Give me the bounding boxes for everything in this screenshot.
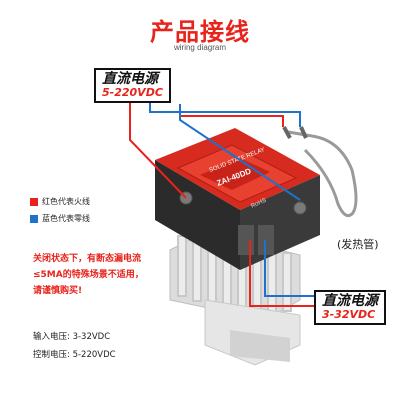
blue-wires: [149, 96, 315, 297]
warning-line-2: ≤5MA的特殊场景不适用，: [33, 269, 144, 280]
callout-top-title: 直流电源: [102, 71, 158, 87]
input-voltage-spec: 输入电压: 3-32VDC: [33, 332, 111, 342]
relay-body: SOLID STATE RELAY ZAI-40DD RoHS: [155, 128, 320, 270]
page-subtitle: wiring diagram: [173, 43, 227, 52]
red-swatch-icon: [30, 197, 38, 206]
callout-bottom-range: 3-32VDC: [322, 308, 376, 322]
heater-element: [282, 126, 358, 218]
legend-item-live: 红色代表火线: [30, 196, 90, 207]
legend-label-neutral: 蓝色代表零线: [42, 214, 90, 223]
legend-item-neutral: 蓝色代表零线: [30, 213, 90, 224]
blue-swatch-icon: [30, 214, 38, 223]
legend-label-live: 红色代表火线: [42, 197, 90, 206]
warning-text: 关闭状态下，有断态漏电流 ≤5MA的特殊场景不适用， 请谨慎购买!: [33, 252, 144, 299]
page-title: 产品接线: [150, 18, 250, 46]
callout-bottom-title: 直流电源: [322, 293, 378, 309]
red-wires: [129, 96, 315, 307]
heater-label: (发热管): [337, 238, 379, 251]
power-supply-callout-bottom: 直流电源 3-32VDC: [314, 290, 386, 325]
callout-top-range: 5-220VDC: [102, 86, 163, 100]
power-supply-callout-top: 直流电源 5-220VDC: [94, 68, 171, 103]
warning-line-1: 关闭状态下，有断态漏电流: [33, 254, 142, 264]
legend: 红色代表火线 蓝色代表零线: [30, 196, 90, 224]
control-voltage-spec: 控制电压: 5-220VDC: [33, 350, 116, 360]
warning-line-3: 请谨慎购买!: [33, 285, 83, 296]
